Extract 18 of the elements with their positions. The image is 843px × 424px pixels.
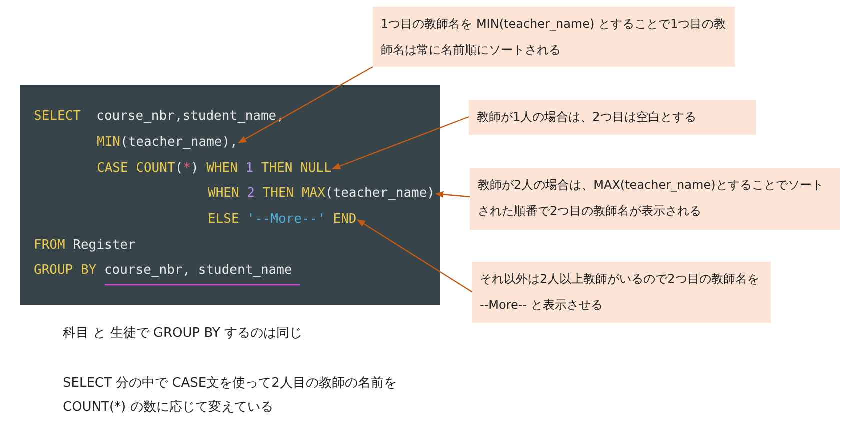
note-text: 科目 と 生徒で GROUP BY するのは同じ: [63, 325, 304, 343]
callout-box: 1つ目の教師名を MIN(teacher_name) とすることで1つ目の教師名は常に名前順にソートされる: [373, 7, 735, 67]
code-line: WHEN 2 THEN MAX(teacher_name): [208, 186, 435, 202]
code-line: FROM Register: [34, 238, 136, 254]
callout-box: 教師が1人の場合は、2つ目は空白とする: [469, 100, 756, 135]
code-line: CASE COUNT(*) WHEN 1 THEN NULL: [97, 161, 332, 177]
arrow: [332, 116, 470, 170]
code-line: ELSE '--More--' END: [208, 212, 357, 228]
callout-box: 教師が2人の場合は、MAX(teacher_name)とすることでソートされた順番で2つ目の教師名が表示される: [470, 168, 840, 230]
code-line: GROUP BY course_nbr, student_name: [34, 263, 292, 279]
arrow: [238, 66, 374, 144]
code-line: SELECT course_nbr,student_name,: [34, 109, 284, 125]
arrow: [435, 191, 470, 198]
code-panel: [20, 85, 440, 305]
arrow: [357, 220, 472, 292]
callout-box: それ以外は2人以上教師がいるので2つ目の教師名を --More-- と表示させる: [472, 262, 771, 323]
note-text: SELECT 分の中で CASE文を使って2人目の教師の名前をCOUNT(*) の数に応じて変えている: [63, 375, 398, 417]
code-line: MIN(teacher_name),: [97, 135, 238, 151]
